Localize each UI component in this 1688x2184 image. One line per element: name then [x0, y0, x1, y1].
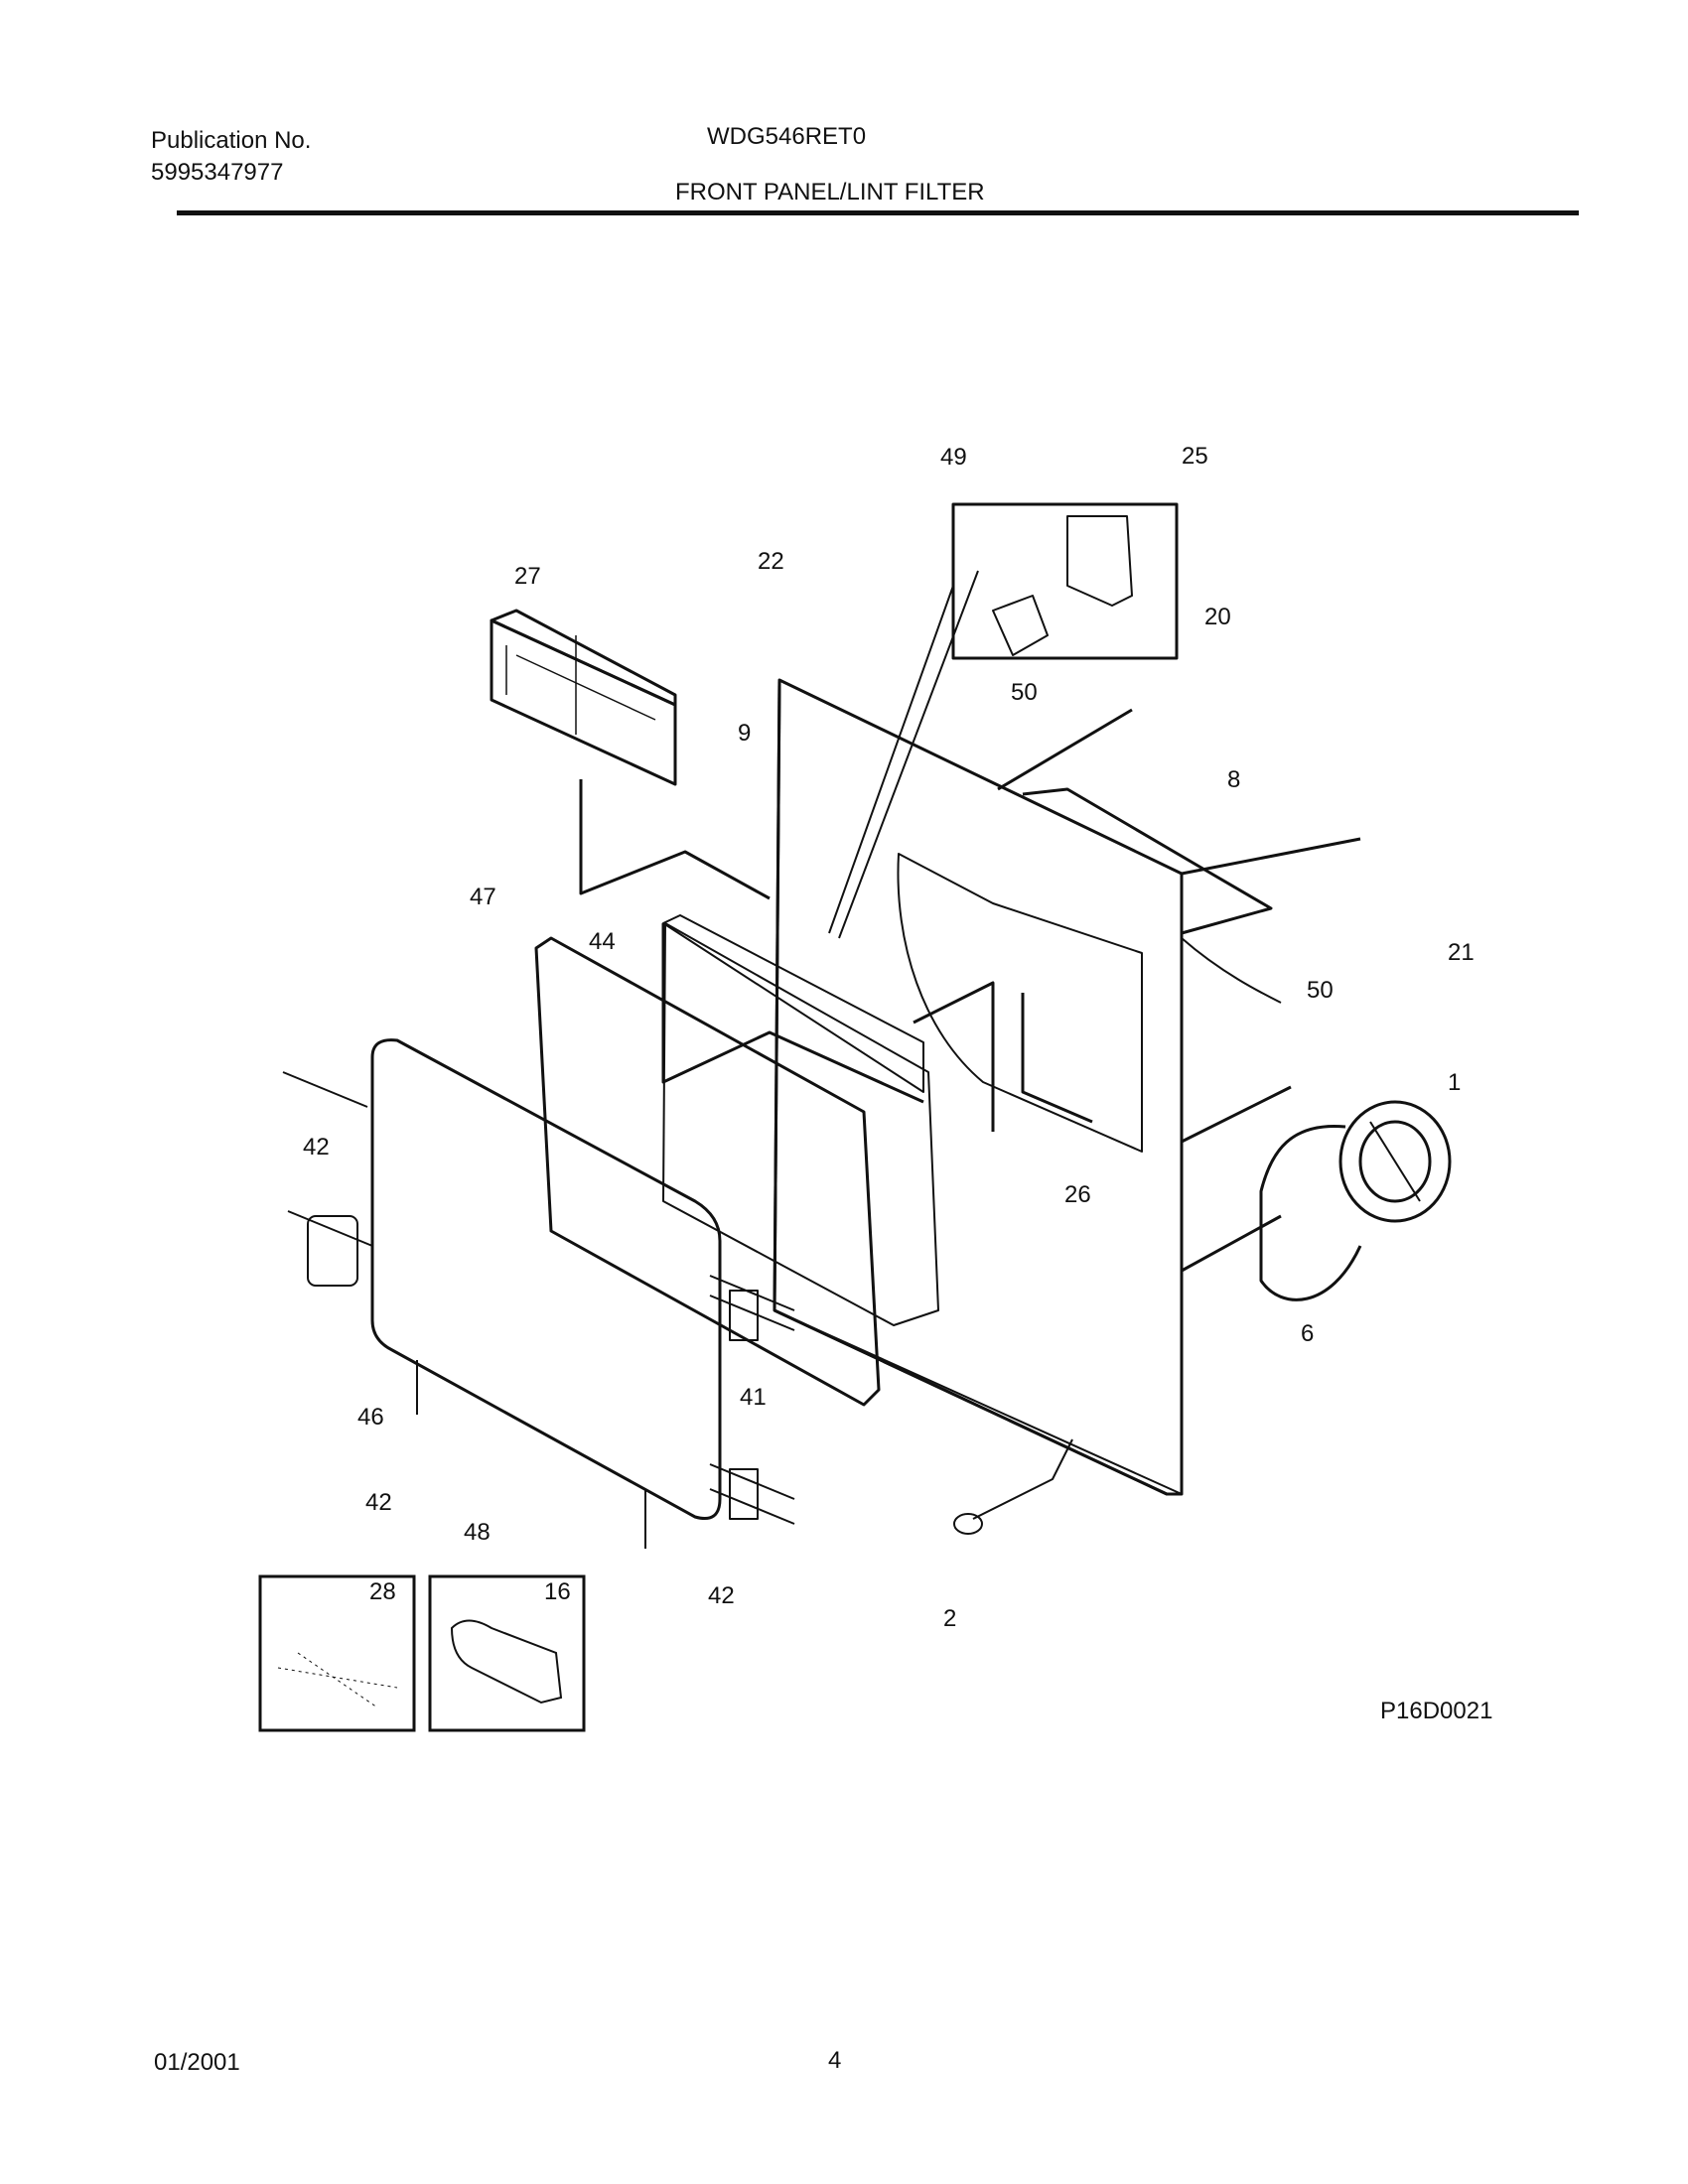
- callout-21: 21: [1448, 939, 1475, 966]
- inset-callout-16: 16: [544, 1578, 571, 1605]
- callout-20: 20: [1204, 604, 1231, 630]
- page-number: 4: [828, 2047, 842, 2074]
- callout-48: 48: [464, 1519, 491, 1546]
- callout-50-right: 50: [1307, 977, 1334, 1004]
- callout-26: 26: [1064, 1181, 1091, 1208]
- figure-code: P16D0021: [1380, 1698, 1493, 1724]
- lint-duct: [579, 779, 924, 1104]
- callout-44: 44: [589, 928, 616, 955]
- callout-46: 46: [357, 1404, 384, 1431]
- callout-9: 9: [738, 720, 752, 747]
- door-hinges: [709, 1275, 795, 1525]
- callout-49: 49: [940, 444, 967, 471]
- callout-22: 22: [758, 548, 784, 575]
- lint-filter: [490, 609, 677, 786]
- front-panel: [773, 678, 1184, 1496]
- inset-box-28: [258, 1574, 416, 1732]
- publication-number: 5995347977: [151, 159, 284, 186]
- callout-47: 47: [470, 884, 496, 910]
- door-inner-panel: [534, 922, 939, 1407]
- door-latch: [282, 1071, 373, 1287]
- door-outer-panel: [370, 1038, 722, 1520]
- callout-42-bottom: 42: [708, 1582, 735, 1609]
- callout-50-top: 50: [1011, 679, 1038, 706]
- callout-25: 25: [1182, 443, 1208, 470]
- header-rule: [177, 210, 1579, 215]
- callout-6: 6: [1301, 1320, 1315, 1347]
- callout-1: 1: [1448, 1069, 1462, 1096]
- model-number: WDG546RET0: [707, 123, 867, 150]
- inset-box-16: [428, 1574, 586, 1732]
- door-stop-cord: [953, 1438, 1073, 1535]
- footer-date: 01/2001: [154, 2049, 240, 2076]
- inset-callout-28: 28: [369, 1578, 396, 1605]
- detail-inset-top: [828, 502, 1179, 939]
- cabinet-rails: [997, 708, 1361, 1273]
- callout-42-mid: 42: [365, 1489, 392, 1516]
- publication-label: Publication No.: [151, 127, 312, 154]
- callout-41: 41: [740, 1384, 767, 1411]
- section-title: FRONT PANEL/LINT FILTER: [675, 179, 985, 205]
- callout-2: 2: [943, 1605, 957, 1632]
- screws: [416, 1360, 646, 1549]
- callout-27: 27: [514, 563, 541, 590]
- callout-8: 8: [1227, 766, 1241, 793]
- door-opening: [897, 853, 1143, 1153]
- callout-42-left: 42: [303, 1134, 330, 1160]
- blower-housing: [1259, 1100, 1452, 1301]
